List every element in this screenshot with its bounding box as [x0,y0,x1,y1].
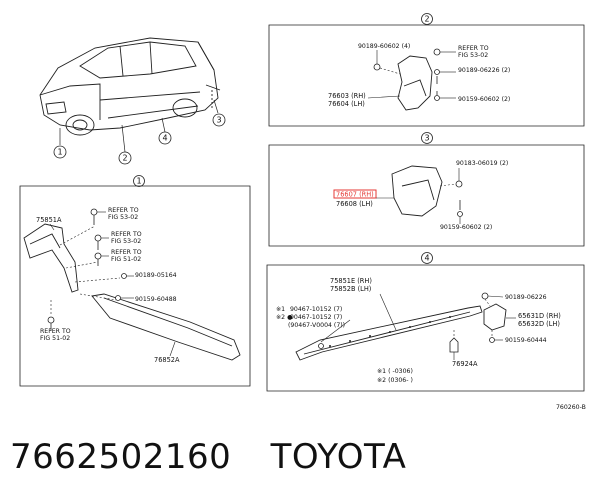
mudguard-rear-shape [391,165,443,217]
car-callout-2: 2 [118,124,132,165]
rocker-strip-shape [295,305,483,361]
svg-text:90189-60602 (4): 90189-60602 (4) [358,43,410,50]
svg-text:REFER TO: REFER TO [458,45,489,52]
car-callout-3: 3 [212,99,226,127]
svg-text:76603 (RH): 76603 (RH) [328,92,366,100]
svg-text:REFER TO: REFER TO [108,207,139,214]
svg-text:76924A: 76924A [452,360,478,368]
svg-text:※1: ※1 [276,306,285,313]
car-illustration [39,37,221,136]
svg-text:75851A: 75851A [36,216,62,224]
brand-name: TOYOTA [270,437,407,477]
panel-1: 1 75851A REFER TO FIG 53-02 REFER TO FIG… [19,175,251,387]
svg-text:90159-60444: 90159-60444 [505,337,547,344]
svg-text:65631D (RH): 65631D (RH) [518,312,561,320]
svg-text:REFER TO: REFER TO [40,328,71,335]
car-callout-1: 1 [53,128,67,159]
figure-code: 760260-B [556,404,586,411]
svg-text:FIG 51-02: FIG 51-02 [111,256,141,263]
panel-4: 4 75851E (RH) 75852B (LH) 90189-06226 ※1… [266,252,585,392]
svg-text:FIG 53-02: FIG 53-02 [111,238,141,245]
svg-text:1: 1 [136,177,141,186]
fastener-icons [47,208,127,331]
svg-text:4: 4 [424,254,429,263]
panel-2: 2 90189-60602 (4) REFER TO FIG 53-02 901… [268,13,585,127]
svg-text:90183-06019 (2): 90183-06019 (2) [456,160,508,167]
clip-dots [329,316,451,347]
svg-text:FIG 53-02: FIG 53-02 [108,214,138,221]
svg-text:90159-60488: 90159-60488 [135,296,177,303]
svg-text:(90467-V0004 (7)): (90467-V0004 (7)) [288,322,345,329]
svg-text:90159-60602 (2): 90159-60602 (2) [440,224,492,231]
svg-text:4: 4 [162,134,167,143]
svg-text:65632D (LH): 65632D (LH) [518,320,560,328]
svg-text:76608 (LH): 76608 (LH) [336,200,373,208]
svg-text:90189-05164: 90189-05164 [135,272,177,279]
car-callout-4: 4 [158,117,172,145]
svg-text:※2 ●: ※2 ● [276,314,293,321]
svg-text:90467-10152 (7): 90467-10152 (7) [290,306,342,313]
diagram-canvas: 1 2 4 3 1 75851A REFER TO FIG 53-02 REFE… [19,13,586,411]
svg-text:76852A: 76852A [154,356,180,364]
svg-text:75851E (RH): 75851E (RH) [330,277,372,285]
svg-text:90189-06226: 90189-06226 [505,294,547,301]
svg-text:3: 3 [216,116,221,125]
highlighted-part-76607[interactable]: 76607 (RH) [333,189,377,199]
bumper-lower-part [91,293,241,361]
bracket-shape [483,303,507,331]
panel-3: 3 90183-06019 (2) 76607 (RH) 76608 (LH) … [268,132,585,247]
panel4-fasteners [318,292,495,353]
svg-text:1: 1 [57,148,62,157]
part-number: 7662502160 [10,437,232,477]
parts-diagram: 1 2 4 3 1 75851A REFER TO FIG 53-02 REFE… [19,13,586,411]
panel1-leaders [49,211,176,357]
svg-text:※2 (0306- ): ※2 (0306- ) [377,377,413,384]
svg-text:FIG 53-02: FIG 53-02 [458,52,488,59]
svg-text:75852B (LH): 75852B (LH) [330,285,371,293]
panel3-fasteners [455,180,463,217]
svg-text:90467-10152 (7): 90467-10152 (7) [290,314,342,321]
svg-text:REFER TO: REFER TO [111,231,142,238]
svg-text:2: 2 [122,154,127,163]
svg-text:FIG 51-02: FIG 51-02 [40,335,70,342]
svg-text:※1 ( -0306): ※1 ( -0306) [377,368,413,375]
svg-text:2: 2 [424,15,429,24]
mudguard-front-shape [397,55,433,111]
svg-text:90189-06226 (2): 90189-06226 (2) [458,67,510,74]
part-caption: 7662502160 TOYOTA [10,432,600,482]
svg-text:REFER TO: REFER TO [111,249,142,256]
panel2-leaders [367,50,456,99]
bumper-upper-part [23,223,79,293]
svg-text:76607 (RH): 76607 (RH) [336,191,374,199]
svg-text:3: 3 [424,134,429,143]
svg-text:76604 (LH): 76604 (LH) [328,100,365,108]
panel4-leaders [320,293,516,360]
panel3-leaders [376,168,461,224]
svg-text:90159-60602 (2): 90159-60602 (2) [458,96,510,103]
panel2-fasteners [373,48,441,101]
